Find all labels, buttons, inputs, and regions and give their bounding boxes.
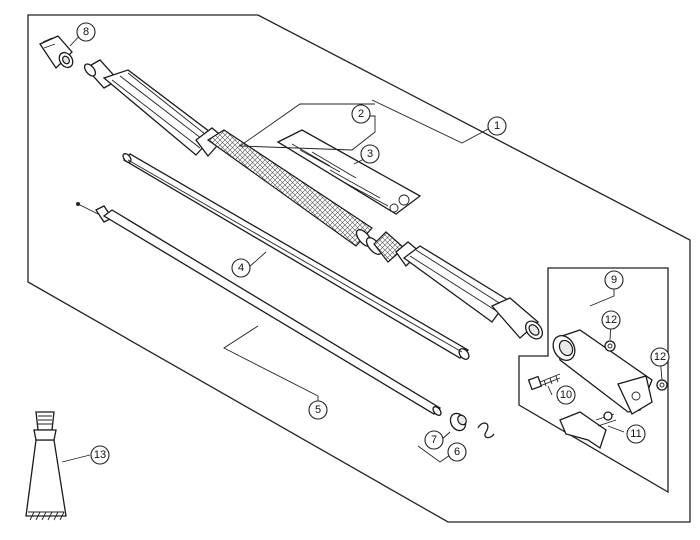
callout-8: 8 bbox=[76, 22, 96, 42]
callout-10-label: 10 bbox=[560, 389, 572, 401]
callout-7-label: 7 bbox=[431, 434, 437, 446]
callout-1-label: 1 bbox=[494, 120, 500, 132]
callout-12a: 12 bbox=[601, 310, 621, 330]
drive-tube-part-1 bbox=[83, 59, 544, 340]
callout-8-label: 8 bbox=[83, 26, 89, 38]
wing-screw-part-11 bbox=[559, 411, 617, 450]
clip-part-6 bbox=[477, 422, 495, 439]
nut-part-12a bbox=[604, 340, 616, 352]
callout-3-label: 3 bbox=[367, 148, 373, 160]
callout-2-label: 2 bbox=[358, 108, 364, 120]
callout-12a-label: 12 bbox=[605, 314, 617, 326]
callout-4-label: 4 bbox=[238, 262, 244, 274]
callout-9-label: 9 bbox=[611, 274, 617, 286]
callout-9: 9 bbox=[604, 270, 624, 290]
clamp-part-9 bbox=[552, 329, 653, 415]
label-sticker-part-2 bbox=[276, 129, 422, 215]
nut-part-12b bbox=[656, 379, 668, 391]
callout-12b-label: 12 bbox=[654, 351, 666, 363]
callout-4: 4 bbox=[231, 258, 251, 278]
callout-11-label: 11 bbox=[630, 428, 641, 440]
callout-1: 1 bbox=[487, 116, 507, 136]
callout-2: 2 bbox=[351, 104, 371, 124]
drive-shaft-part-5 bbox=[76, 202, 442, 416]
callout-11: 11 bbox=[626, 424, 646, 444]
callout-13: 13 bbox=[90, 445, 110, 465]
callout-6-label: 6 bbox=[454, 446, 460, 458]
callout-3: 3 bbox=[360, 144, 380, 164]
callout-12b: 12 bbox=[650, 347, 670, 367]
end-cap-part-8 bbox=[39, 35, 74, 70]
rod-part-4 bbox=[122, 153, 470, 360]
callout-10: 10 bbox=[556, 385, 576, 405]
callout-7: 7 bbox=[424, 430, 444, 450]
grease-tube-part-13 bbox=[25, 411, 67, 521]
callout-6: 6 bbox=[447, 442, 467, 462]
subassembly-9-border bbox=[518, 267, 669, 494]
callout-13-label: 13 bbox=[94, 449, 106, 461]
callout-5-label: 5 bbox=[315, 404, 321, 416]
screw-part-10 bbox=[527, 373, 561, 391]
assembly-border bbox=[27, 14, 691, 523]
callout-5: 5 bbox=[308, 400, 328, 420]
bushing-part-7 bbox=[449, 412, 467, 432]
